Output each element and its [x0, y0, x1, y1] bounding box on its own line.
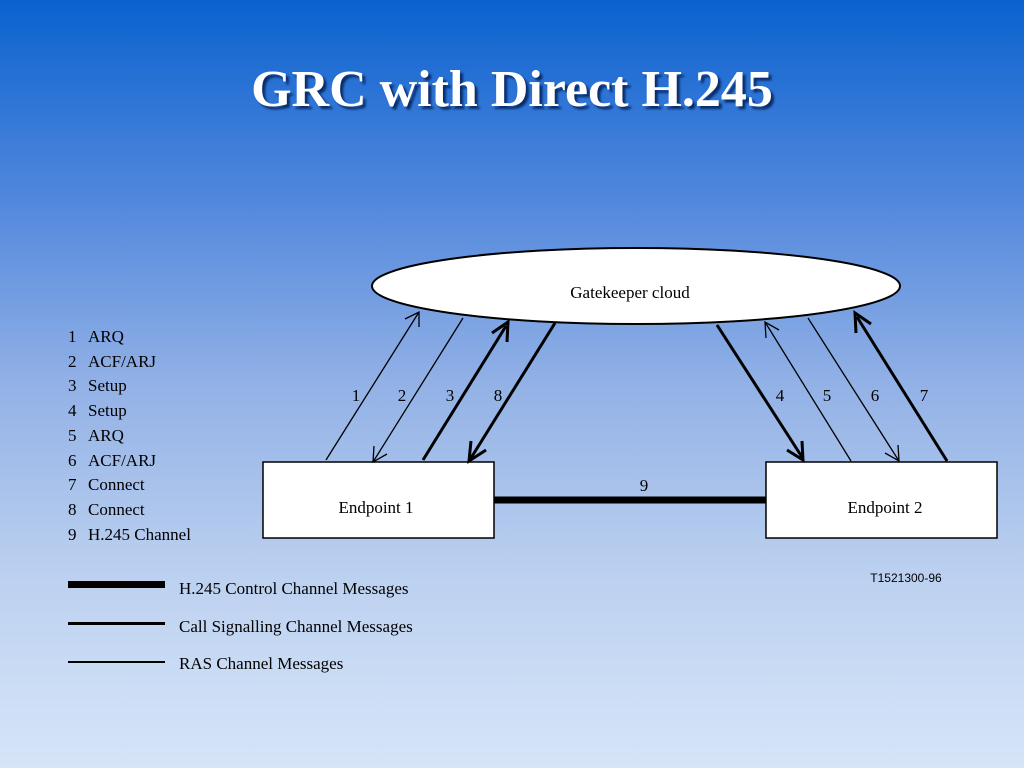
step-label: H.245 Channel [88, 524, 191, 544]
step-number: 6 [68, 450, 77, 470]
step-item: 5 ARQ [68, 424, 191, 449]
figure-code: T1521300-96 [870, 571, 942, 585]
step-label: ACF/ARJ [88, 351, 157, 371]
step-number: 7 [68, 475, 77, 495]
arrow-label-8: 8 [494, 386, 503, 405]
arrow-6-acf [807, 317, 900, 462]
step-item: 4 Setup [68, 399, 191, 424]
step-item: 8 Connect [68, 498, 191, 523]
step-label: Connect [88, 499, 145, 519]
legend-label-call-signalling: Call Signalling Channel Messages [179, 617, 413, 636]
step-number: 1 [68, 327, 77, 346]
legend-medium-line [68, 622, 165, 625]
arrow-7-head [853, 310, 872, 334]
arrow-label-4: 4 [776, 386, 785, 405]
arrow-label-2: 2 [398, 386, 407, 405]
legend-label-h245: H.245 Control Channel Messages [179, 579, 409, 598]
step-item: 7 Connect [68, 473, 191, 498]
arrow-label-7: 7 [920, 386, 929, 405]
arrow-2-head [372, 445, 388, 464]
step-item: 9 H.245 Channel [68, 523, 191, 548]
arrow-label-9: 9 [640, 476, 649, 495]
arrow-2-acf [372, 317, 464, 463]
step-label: Setup [88, 401, 127, 421]
gatekeeper-cloud [371, 247, 901, 325]
legend-thin-line [68, 661, 165, 663]
slide-title: GRC with Direct H.245 [251, 61, 773, 118]
step-item: 3 Setup [68, 374, 191, 399]
step-label: ARQ [88, 425, 124, 445]
endpoint-1-label: Endpoint 1 [338, 498, 413, 517]
arrow-7-connect [855, 316, 949, 462]
step-number: 8 [68, 499, 77, 519]
arrow-8-head [467, 440, 487, 464]
arrow-6-head [884, 444, 900, 463]
arrow-label-3: 3 [446, 386, 455, 405]
arrow-label-1: 1 [352, 386, 361, 405]
arrow-4-head [786, 440, 805, 463]
legend-call-signalling: Call Signalling Channel Messages [68, 617, 488, 647]
step-number: 9 [68, 524, 77, 544]
step-item: 2 ACF/ARJ [68, 350, 191, 375]
step-number: 5 [68, 425, 77, 445]
legend-label-ras: RAS Channel Messages [179, 654, 344, 673]
arrow-1-head [404, 310, 420, 327]
legend-thick-line [68, 581, 165, 588]
arrow-5-arq [764, 321, 852, 462]
step-label: Connect [88, 475, 145, 495]
arrow-4-setup [715, 324, 804, 458]
step-number: 4 [68, 401, 77, 421]
arrow-label-6: 6 [871, 386, 880, 405]
endpoint-2-box [765, 461, 998, 539]
legend-h245: H.245 Control Channel Messages [68, 579, 488, 609]
step-label: ARQ [88, 327, 124, 346]
step-item: 6 ACF/ARJ [68, 449, 191, 474]
endpoint-2-label: Endpoint 2 [847, 498, 922, 517]
legend-ras: RAS Channel Messages [68, 654, 488, 684]
step-number: 2 [68, 351, 77, 371]
step-label: ACF/ARJ [88, 450, 157, 470]
step-number: 3 [68, 376, 77, 396]
arrow-3-head [491, 319, 510, 343]
gatekeeper-label: Gatekeeper cloud [570, 283, 690, 302]
arrow-1-arq [325, 311, 420, 461]
arrow-8-connect [469, 322, 557, 459]
arrow-3-8-setup-connect [421, 325, 508, 461]
arrow-5-head [764, 320, 780, 339]
step-item: 1 ARQ [68, 325, 191, 350]
step-label: Setup [88, 376, 127, 396]
arrow-label-5: 5 [823, 386, 832, 405]
